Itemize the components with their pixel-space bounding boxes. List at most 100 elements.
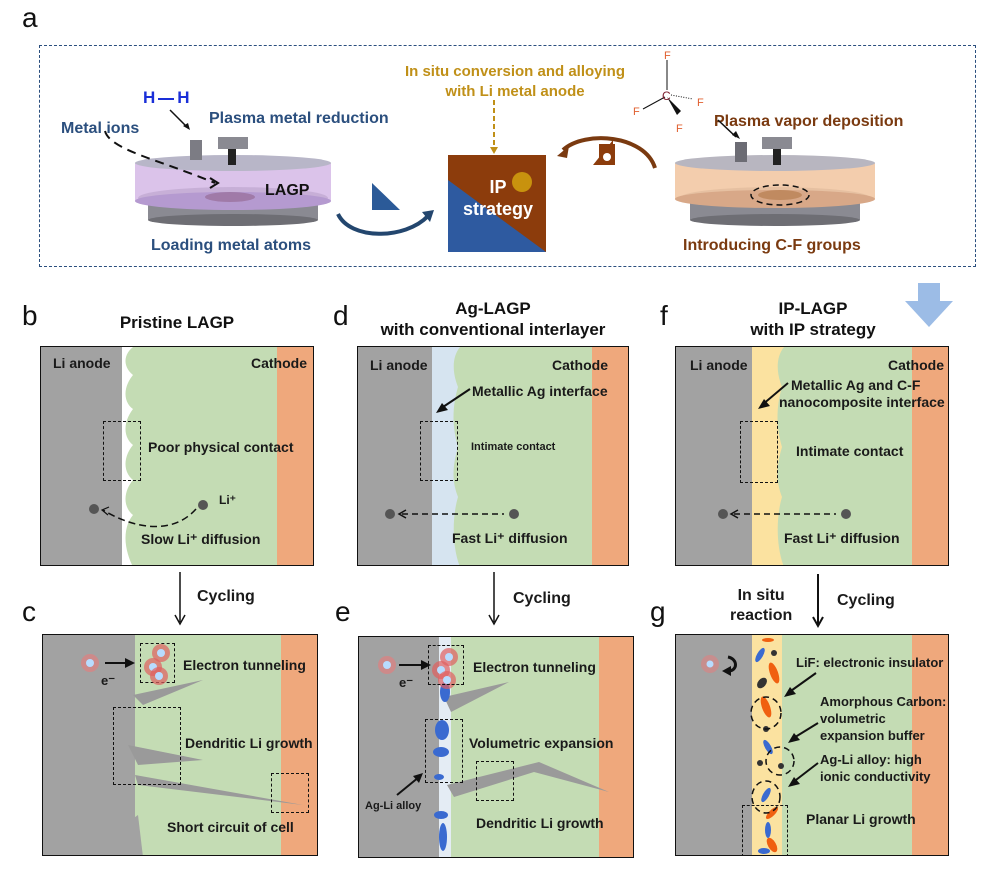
diffusion-label: Fast Li⁺ diffusion <box>784 530 900 546</box>
ip-strategy-box <box>448 100 546 252</box>
cathode-region <box>277 347 313 565</box>
panel-f-title-line-1: IP-LAGP <box>778 299 848 318</box>
short-circuit-label: Short circuit of cell <box>167 819 294 835</box>
tunneling-label: Electron tunneling <box>183 657 306 673</box>
lif-label: LiF: electronic insulator <box>796 655 944 670</box>
tunneling-dashbox <box>428 645 464 685</box>
panel-a-frame <box>39 45 976 267</box>
tunneling-label: Electron tunneling <box>473 659 596 675</box>
panel-d-title-line-1: Ag-LAGP <box>455 299 531 318</box>
curved-arrow-left-to-center <box>336 183 434 236</box>
li-anode-region <box>676 347 752 565</box>
panel-d-cell: Li anode Cathode Metallic Ag interface I… <box>357 346 629 566</box>
carbon-line-2: volumetric <box>820 711 886 726</box>
panel-label-f: f <box>660 300 668 331</box>
dendrite-dashbox <box>476 761 514 801</box>
lagp-edge <box>453 347 468 565</box>
cycling-label-g: Cycling <box>837 592 895 609</box>
down-arrow-to-f <box>905 283 953 327</box>
interface-label: Metallic Ag and C-F nanocomposite interf… <box>779 377 945 411</box>
h-h-bond <box>158 97 175 100</box>
panel-d-title-line-2: with conventional interlayer <box>380 320 606 339</box>
panel-d-title: Ag-LAGP with conventional interlayer <box>357 298 629 340</box>
alloy-line-1: Ag-Li alloy: high <box>820 752 922 767</box>
interface-pointer-arrow <box>436 388 471 413</box>
contact-label: Intimate contact <box>796 443 904 459</box>
electron-label: e⁻ <box>101 673 116 688</box>
alloy-and-dendrites <box>378 648 609 851</box>
alloy-label: Ag-Li alloy <box>365 800 422 812</box>
dendrite-dashbox <box>113 707 181 785</box>
fast-diffusion-arrow <box>718 509 851 519</box>
panel-label-c: c <box>22 596 36 627</box>
li-anode-label: Li anode <box>53 355 111 371</box>
reaction-line-2: reaction <box>730 607 793 624</box>
in-situ-line-1: In situ conversion and alloying <box>404 63 626 80</box>
cycling-label-e: Cycling <box>513 590 571 607</box>
loading-metal-atoms-label: Loading metal atoms <box>151 237 312 254</box>
dendrite-label: Dendritic Li growth <box>185 735 313 751</box>
cathode-label: Cathode <box>552 357 608 373</box>
ip-strategy-text: IP strategy <box>448 176 548 220</box>
panel-label-a: a <box>22 2 38 33</box>
carbon-label: Amorphous Carbon: volumetric expansion b… <box>820 693 946 744</box>
slow-diffusion-arrow <box>89 500 208 528</box>
panel-f-title-line-2: with IP strategy <box>750 320 876 339</box>
planar-label: Planar Li growth <box>806 811 916 827</box>
cf4-molecule <box>642 60 694 115</box>
cathode-region <box>912 635 948 855</box>
f-atom-top: F <box>664 50 671 62</box>
h-atom-left: H <box>143 88 156 107</box>
contact-dashbox <box>103 421 141 481</box>
panel-label-e: e <box>335 596 351 627</box>
panel-c-cell: e⁻ Electron tunneling Dendritic Li growt… <box>42 634 318 856</box>
interface-pointer-arrow <box>758 382 789 409</box>
diffusion-label: Fast Li⁺ diffusion <box>452 530 568 546</box>
lagp-label: LAGP <box>265 182 310 199</box>
contact-label: Intimate contact <box>471 441 556 453</box>
dendrite-label: Dendritic Li growth <box>476 815 604 831</box>
f-atom-bottom: F <box>676 123 683 135</box>
contact-dashbox <box>740 421 778 483</box>
cycling-arrow-bc <box>174 572 186 626</box>
panel-f-title: IP-LAGP with IP strategy <box>677 298 949 340</box>
c-atom: C <box>662 89 671 103</box>
li-anode-label: Li anode <box>370 357 428 373</box>
panel-label-d: d <box>333 300 349 331</box>
plasma-metal-reduction-label: Plasma metal reduction <box>209 110 389 127</box>
interface-line-1: Metallic Ag and C-F <box>791 377 921 393</box>
cathode-region <box>912 347 948 565</box>
lagp-bumpy-edge <box>125 347 151 565</box>
ip-line-1: IP <box>489 177 507 197</box>
carbon-line-1: Amorphous Carbon: <box>820 694 947 709</box>
interface-label: Metallic Ag interface <box>472 383 608 399</box>
contact-label: Poor physical contact <box>148 439 294 455</box>
ip-line-2: strategy <box>462 199 534 219</box>
li-anode-region <box>41 347 122 565</box>
reaction-line-1: In situ <box>737 587 785 604</box>
plasma-reactor-purple <box>104 109 331 226</box>
planar-dashbox <box>742 805 788 855</box>
metal-ions-label: Metal ions <box>61 120 140 137</box>
dendrite-growth <box>128 680 303 855</box>
li-ion-label: Li⁺ <box>219 493 236 507</box>
panel-label-g: g <box>650 596 666 627</box>
cycling-arrow-fg <box>812 574 824 629</box>
cathode-region <box>281 635 317 855</box>
electrons <box>81 644 170 685</box>
cathode-label: Cathode <box>251 355 307 371</box>
panel-e-cell: e⁻ Electron tunneling Volumetric expansi… <box>358 636 634 858</box>
li-anode-label: Li anode <box>690 357 748 373</box>
li-anode-region <box>358 347 432 565</box>
interface-line-2: nanocomposite interface <box>779 394 945 410</box>
introducing-cf-label: Introducing C-F groups <box>683 237 861 254</box>
cathode-label: Cathode <box>888 357 944 373</box>
plasma-reactor-orange <box>675 119 875 226</box>
curved-arrow-right-to-center <box>557 136 657 169</box>
panel-label-b: b <box>22 300 38 331</box>
carbon-line-3: expansion buffer <box>820 728 925 743</box>
cycling-label-c: Cycling <box>197 588 255 605</box>
f-atom-right: F <box>697 97 704 109</box>
electron-label: e⁻ <box>399 675 414 690</box>
